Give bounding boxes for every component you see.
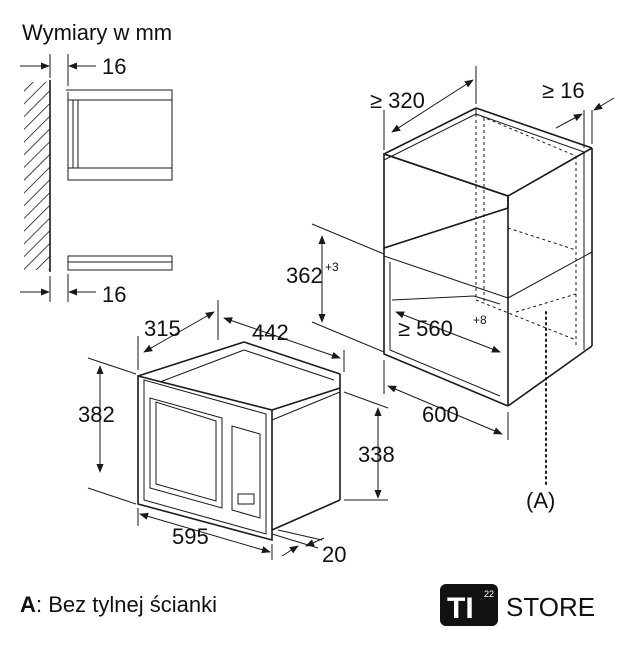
dim-arrow-microwave-body-width bbox=[223, 317, 341, 359]
dim-arrow-opening-width bbox=[395, 311, 501, 353]
dim-side-top-gap: 16 bbox=[102, 54, 126, 79]
dim-opening-height: 362 bbox=[286, 263, 323, 288]
side-view: 16 16 bbox=[20, 54, 173, 307]
dim-microwave-front-height: 382 bbox=[78, 402, 115, 427]
microwave-display bbox=[237, 493, 255, 505]
dim-opening-height-tolerance: +3 bbox=[325, 260, 339, 274]
dim-opening-width-tolerance: +8 bbox=[473, 313, 487, 327]
wall-hatching bbox=[24, 82, 50, 270]
cabinet-note-marker: (A) bbox=[526, 488, 555, 513]
diagram-title: Wymiary w mm bbox=[22, 20, 172, 45]
dim-side-bottom-gap: 16 bbox=[102, 282, 126, 307]
microwave-door-window bbox=[149, 397, 223, 509]
upper-bracket bbox=[66, 89, 173, 181]
dim-arrow-microwave-front-width bbox=[139, 512, 271, 554]
dim-cabinet-depth: 600 bbox=[422, 402, 459, 427]
dim-arrow-cabinet-depth-top bbox=[391, 79, 474, 133]
upper-bracket-fold bbox=[72, 99, 79, 169]
dim-microwave-depth: 315 bbox=[144, 316, 181, 341]
store-badge-logo: TI bbox=[447, 592, 474, 625]
microwave: 315 442 382 338 595 20 bbox=[78, 300, 395, 567]
store-badge: TI 22 STORE bbox=[440, 584, 595, 626]
dim-opening-width: ≥ 560 bbox=[398, 316, 453, 341]
cabinet-upper-front bbox=[383, 152, 509, 250]
dim-arrow-cabinet-depth bbox=[387, 385, 503, 435]
dim-cabinet-depth-top: ≥ 320 bbox=[370, 88, 425, 113]
microwave-front-frame bbox=[137, 374, 273, 542]
legend-key: A bbox=[20, 592, 36, 617]
dim-cabinet-side-gap: ≥ 16 bbox=[542, 78, 585, 103]
lower-rail bbox=[67, 255, 173, 271]
cabinet: (A) ≥ 320 ≥ 16 362 +3 ≥ 560 +8 600 bbox=[286, 66, 615, 513]
dim-microwave-front-width: 595 bbox=[172, 524, 209, 549]
dim-microwave-body-width: 442 bbox=[252, 320, 289, 345]
dim-microwave-frame-depth: 20 bbox=[322, 542, 346, 567]
dim-microwave-body-height: 338 bbox=[358, 442, 395, 467]
store-badge-name: STORE bbox=[506, 592, 595, 622]
store-badge-logo-box bbox=[440, 584, 498, 626]
dim-arrow-microwave-depth bbox=[143, 311, 215, 353]
legend-text: : Bez tylnej ścianki bbox=[36, 592, 217, 617]
store-badge-superscript: 22 bbox=[484, 589, 494, 599]
legend: A : Bez tylnej ścianki bbox=[20, 592, 217, 617]
